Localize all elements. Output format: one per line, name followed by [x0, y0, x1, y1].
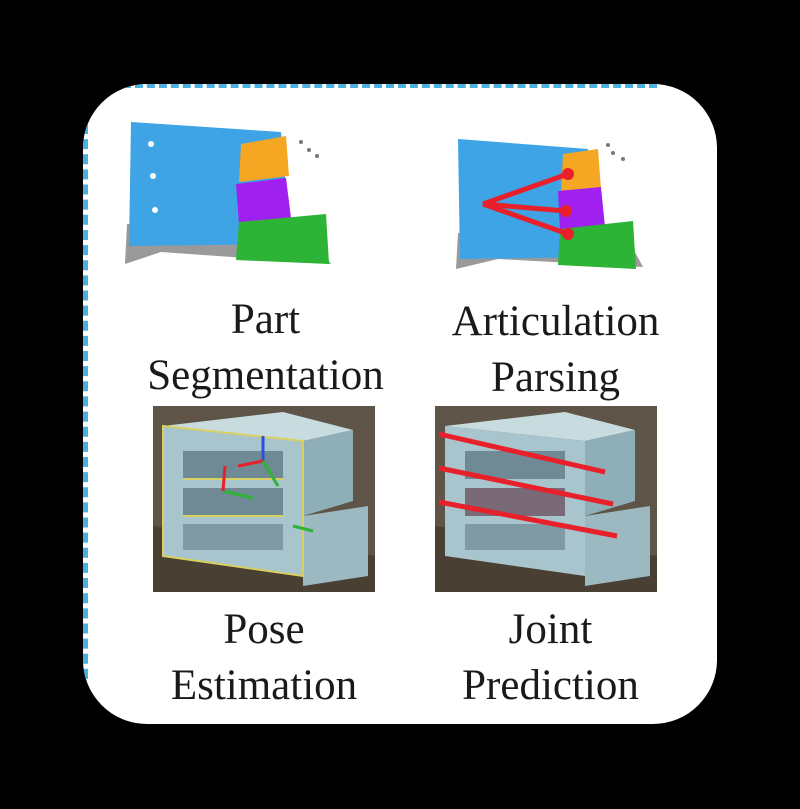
caption-articulation-parsing: Articulation Parsing — [438, 294, 673, 406]
caption-joint-prediction: Joint Prediction — [438, 602, 663, 714]
caption-line: Parsing — [491, 354, 620, 401]
caption-pose-estimation: Pose Estimation — [148, 602, 380, 714]
dashed-border-top — [123, 84, 657, 88]
caption-line: Articulation — [451, 298, 660, 345]
articulation-parsing-image — [438, 129, 648, 279]
caption-line: Part — [230, 296, 301, 343]
caption-line: Segmentation — [147, 352, 384, 399]
caption-line: Joint — [508, 606, 593, 653]
joint-prediction-image — [435, 406, 657, 592]
task-card: Part Segmentation Articulation Parsing — [83, 84, 717, 724]
part-segmentation-image — [121, 114, 341, 274]
caption-line: Estimation — [170, 662, 358, 709]
caption-part-segmentation: Part Segmentation — [133, 292, 398, 404]
pose-estimation-image — [153, 406, 375, 592]
caption-line: Prediction — [462, 662, 639, 709]
caption-line: Pose — [223, 606, 305, 653]
dashed-border-left — [83, 124, 88, 694]
